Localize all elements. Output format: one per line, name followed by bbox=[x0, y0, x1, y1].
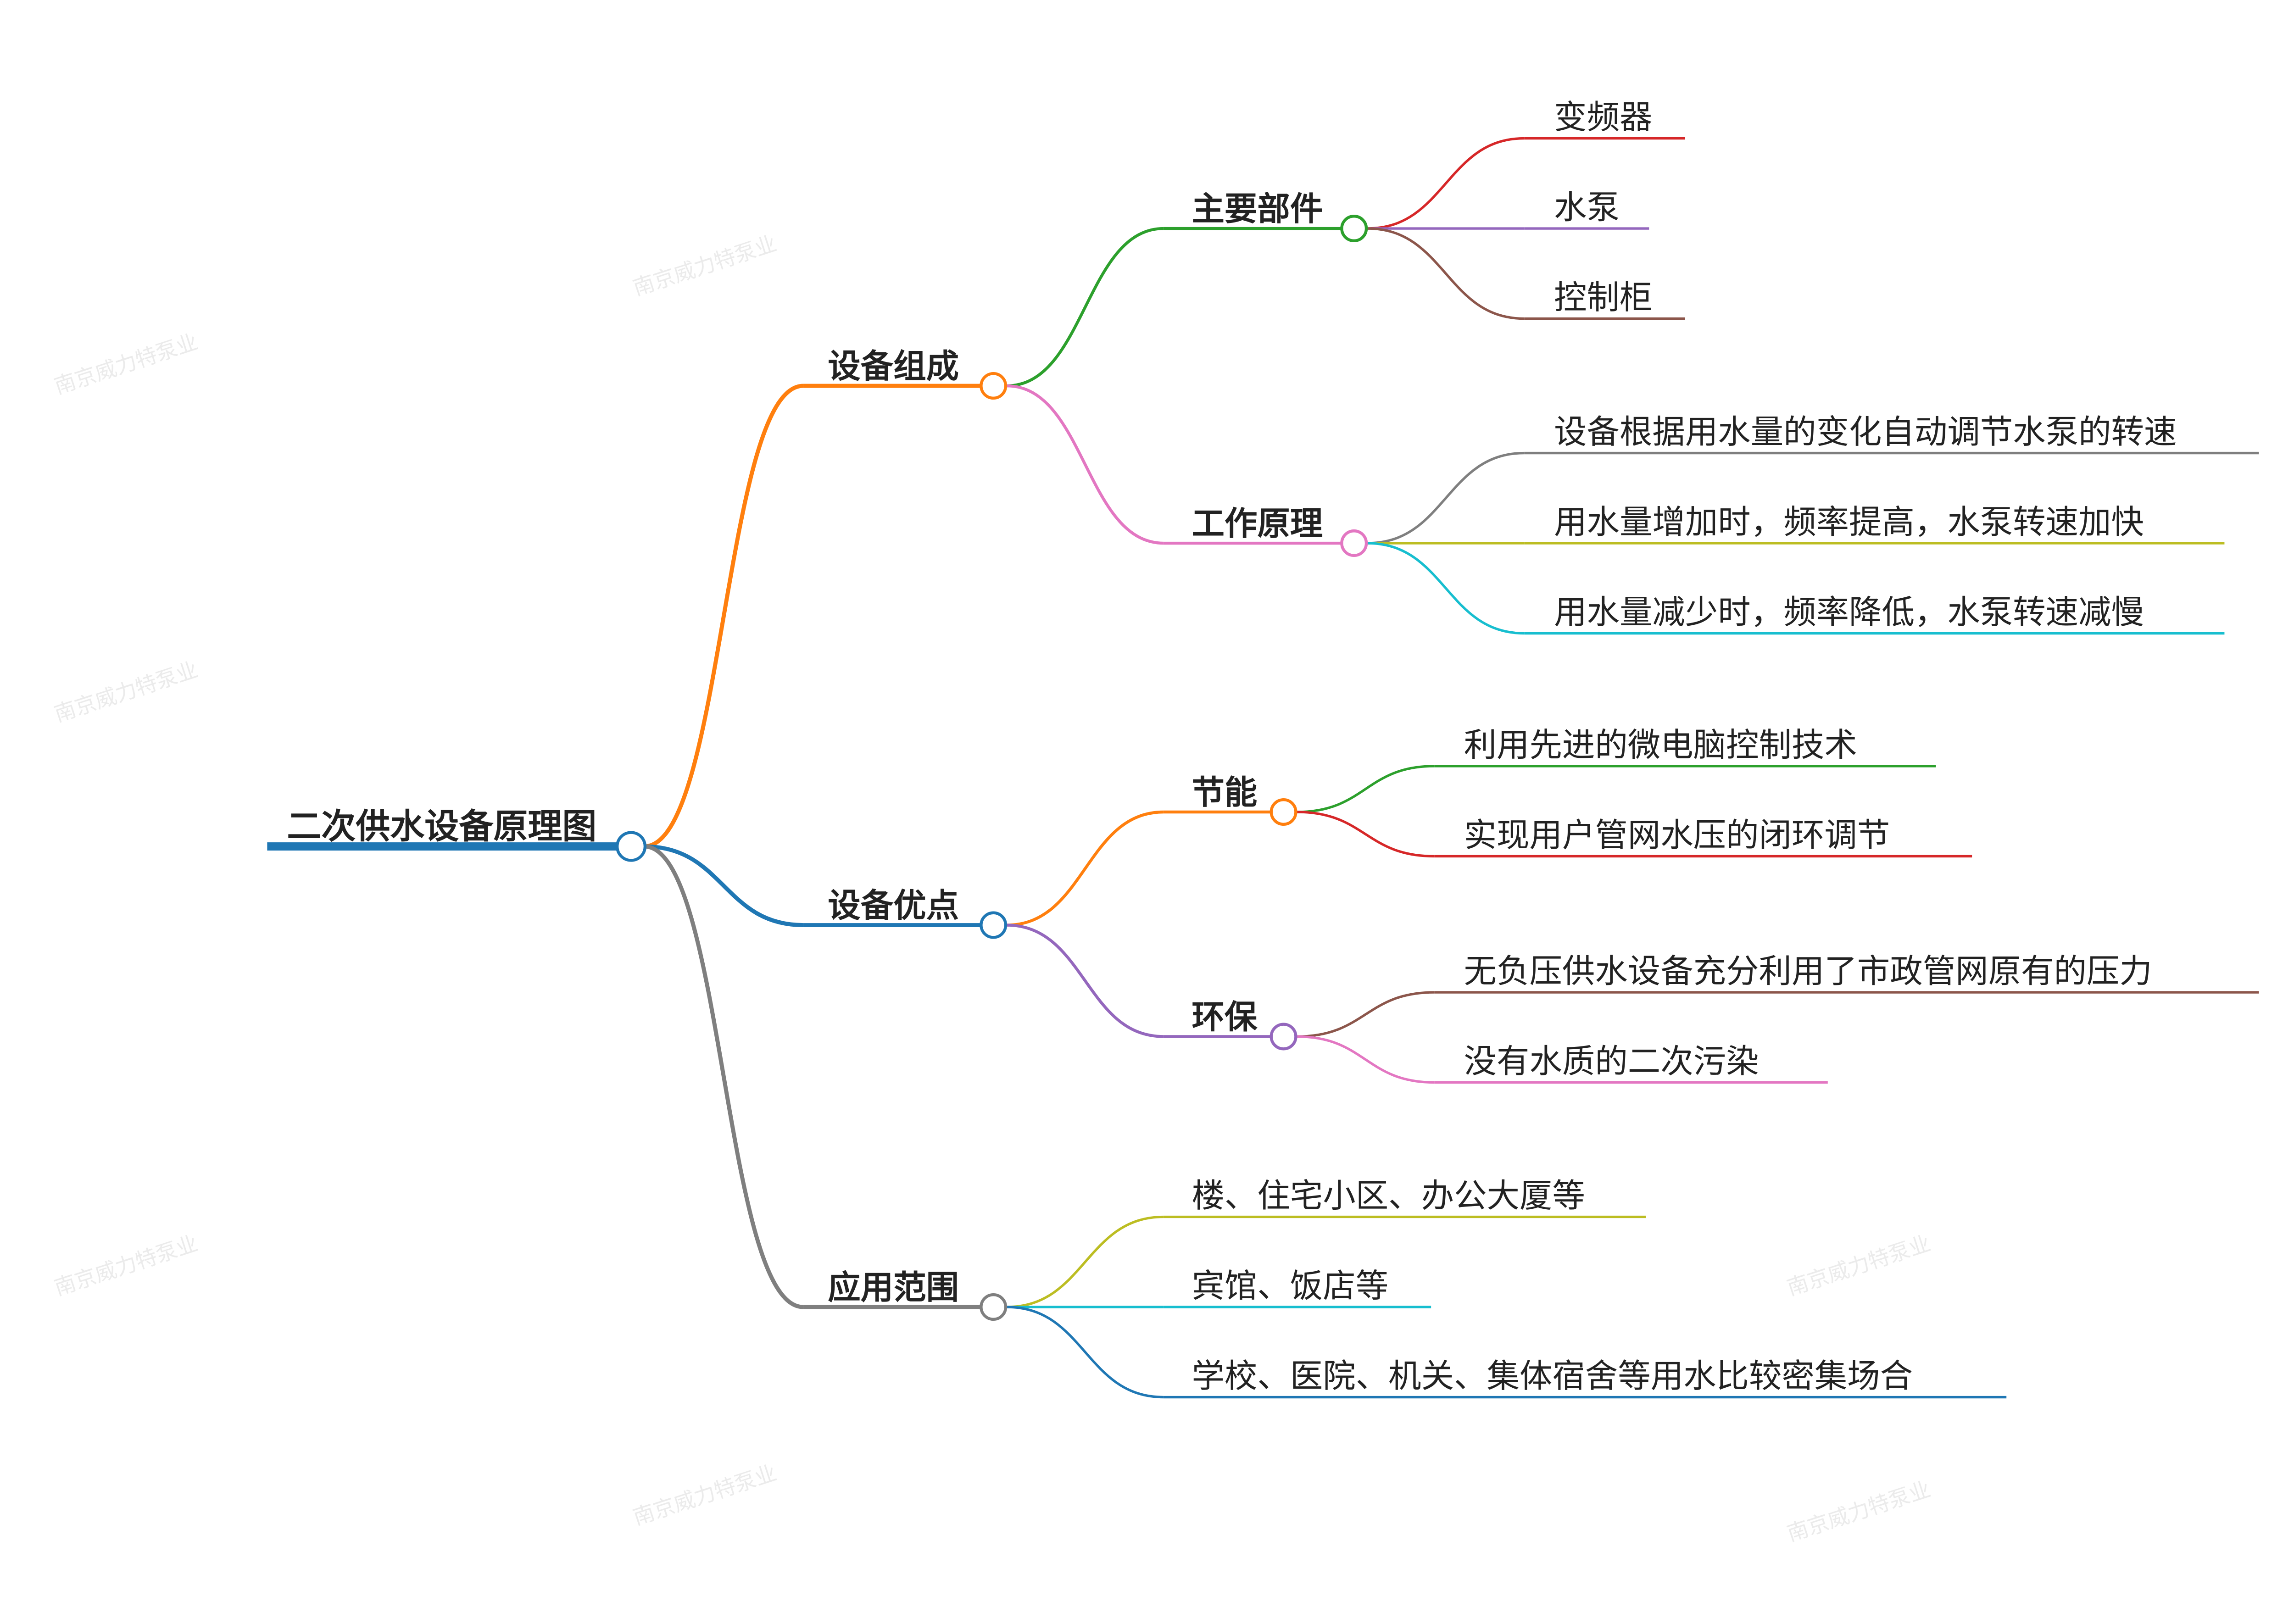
leaf-topic[interactable]: 用水量减少时，频率降低，水泵转速减慢 bbox=[1554, 593, 2144, 631]
watermark-text: 南京威力特泵业 bbox=[51, 329, 201, 399]
leaf-topic[interactable]: 没有水质的二次污染 bbox=[1464, 1042, 1759, 1080]
watermark-text: 南京威力特泵业 bbox=[51, 657, 201, 727]
collapse-toggle[interactable] bbox=[980, 1293, 1008, 1321]
branch-topic[interactable]: 设备组成 bbox=[828, 347, 959, 385]
connector-line bbox=[1367, 542, 1525, 635]
connector-line bbox=[1367, 227, 1525, 320]
subtopic[interactable]: 节能 bbox=[1192, 773, 1258, 812]
connector-line bbox=[1297, 811, 1435, 858]
connector-line bbox=[1297, 1035, 1435, 1084]
collapse-toggle[interactable] bbox=[1340, 215, 1368, 243]
watermark-text: 南京威力特泵业 bbox=[51, 1231, 201, 1301]
subtopic[interactable]: 工作原理 bbox=[1192, 505, 1323, 543]
connector-line bbox=[1006, 1215, 1164, 1308]
root-topic[interactable]: 二次供水设备原理图 bbox=[287, 806, 596, 846]
connector-line bbox=[1367, 451, 1525, 545]
leaf-topic[interactable]: 设备根据用水量的变化自动调节水泵的转速 bbox=[1554, 413, 2177, 451]
watermark-text: 南京威力特泵业 bbox=[630, 231, 780, 300]
leaf-topic[interactable]: 楼、住宅小区、办公大厦等 bbox=[1192, 1177, 1585, 1215]
connector-line bbox=[644, 844, 803, 927]
leaf-topic[interactable]: 利用先进的微电脑控制技术 bbox=[1464, 726, 1857, 764]
connector-line bbox=[1006, 384, 1164, 545]
branch-topic[interactable]: 设备优点 bbox=[828, 887, 959, 925]
connector-line bbox=[1006, 923, 1164, 1038]
leaf-topic[interactable]: 实现用户管网水压的闭环调节 bbox=[1464, 816, 1890, 854]
connector-line bbox=[644, 384, 803, 849]
connector-line bbox=[1367, 137, 1525, 230]
watermark-text: 南京威力特泵业 bbox=[1784, 1477, 1933, 1546]
collapse-toggle[interactable] bbox=[980, 911, 1008, 939]
leaf-topic[interactable]: 控制柜 bbox=[1554, 278, 1652, 317]
connectors bbox=[267, 137, 2259, 1399]
subtopic[interactable]: 主要部件 bbox=[1192, 190, 1323, 228]
collapse-toggle[interactable] bbox=[615, 831, 647, 862]
leaf-topic[interactable]: 学校、医院、机关、集体宿舍等用水比较密集场合 bbox=[1192, 1357, 1913, 1395]
connector-line bbox=[644, 844, 803, 1309]
connector-line bbox=[1297, 991, 1435, 1038]
connector-line bbox=[1297, 765, 1435, 813]
connector-line bbox=[1006, 810, 1164, 927]
watermark-text: 南京威力特泵业 bbox=[1784, 1231, 1933, 1301]
leaf-topic[interactable]: 变频器 bbox=[1554, 98, 1652, 136]
connector-line bbox=[1006, 1306, 1164, 1399]
collapse-toggle[interactable] bbox=[980, 372, 1008, 400]
collapse-toggle[interactable] bbox=[1269, 1023, 1297, 1051]
leaf-topic[interactable]: 水泵 bbox=[1554, 189, 1620, 227]
leaf-topic[interactable]: 无负压供水设备充分利用了市政管网原有的压力 bbox=[1464, 952, 2152, 990]
leaf-topic[interactable]: 用水量增加时，频率提高，水泵转速加快 bbox=[1554, 503, 2144, 541]
subtopic[interactable]: 环保 bbox=[1192, 998, 1258, 1036]
branch-topic[interactable]: 应用范围 bbox=[828, 1268, 959, 1307]
connector-line bbox=[1006, 227, 1164, 388]
watermark-text: 南京威力特泵业 bbox=[630, 1460, 780, 1530]
collapse-toggle[interactable] bbox=[1340, 529, 1368, 557]
collapse-toggle[interactable] bbox=[1269, 798, 1297, 826]
leaf-topic[interactable]: 宾馆、饭店等 bbox=[1192, 1267, 1389, 1305]
